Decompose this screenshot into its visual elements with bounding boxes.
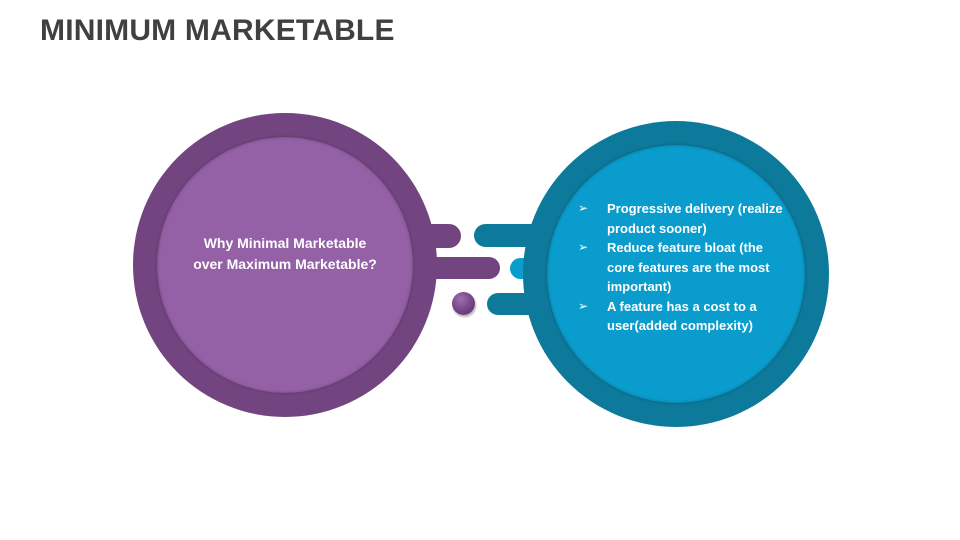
benefits-list: ➢ Progressive delivery (realize product … — [578, 199, 788, 336]
arrow-bullet-icon: ➢ — [578, 201, 589, 215]
left-circle — [157, 137, 413, 393]
arrow-bullet-icon: ➢ — [578, 298, 589, 313]
slide-title: MINIMUM MARKETABLE — [40, 14, 395, 47]
purple-ball-icon — [452, 292, 475, 315]
list-item: ➢ A feature has a cost to a user(added c… — [578, 297, 788, 336]
left-circle-question: Why Minimal Marketable over Maximum Mark… — [193, 235, 377, 272]
list-item-text: Reduce feature bloat (the core features … — [607, 240, 770, 294]
arrow-bullet-icon: ➢ — [578, 240, 589, 254]
list-item: ➢ Progressive delivery (realize product … — [578, 199, 788, 238]
list-item-text: A feature has a cost to a user(added com… — [607, 298, 757, 334]
list-item-text: Progressive delivery (realize product so… — [607, 201, 783, 236]
right-circle — [547, 145, 805, 403]
list-item: ➢ Reduce feature bloat (the core feature… — [578, 238, 788, 297]
